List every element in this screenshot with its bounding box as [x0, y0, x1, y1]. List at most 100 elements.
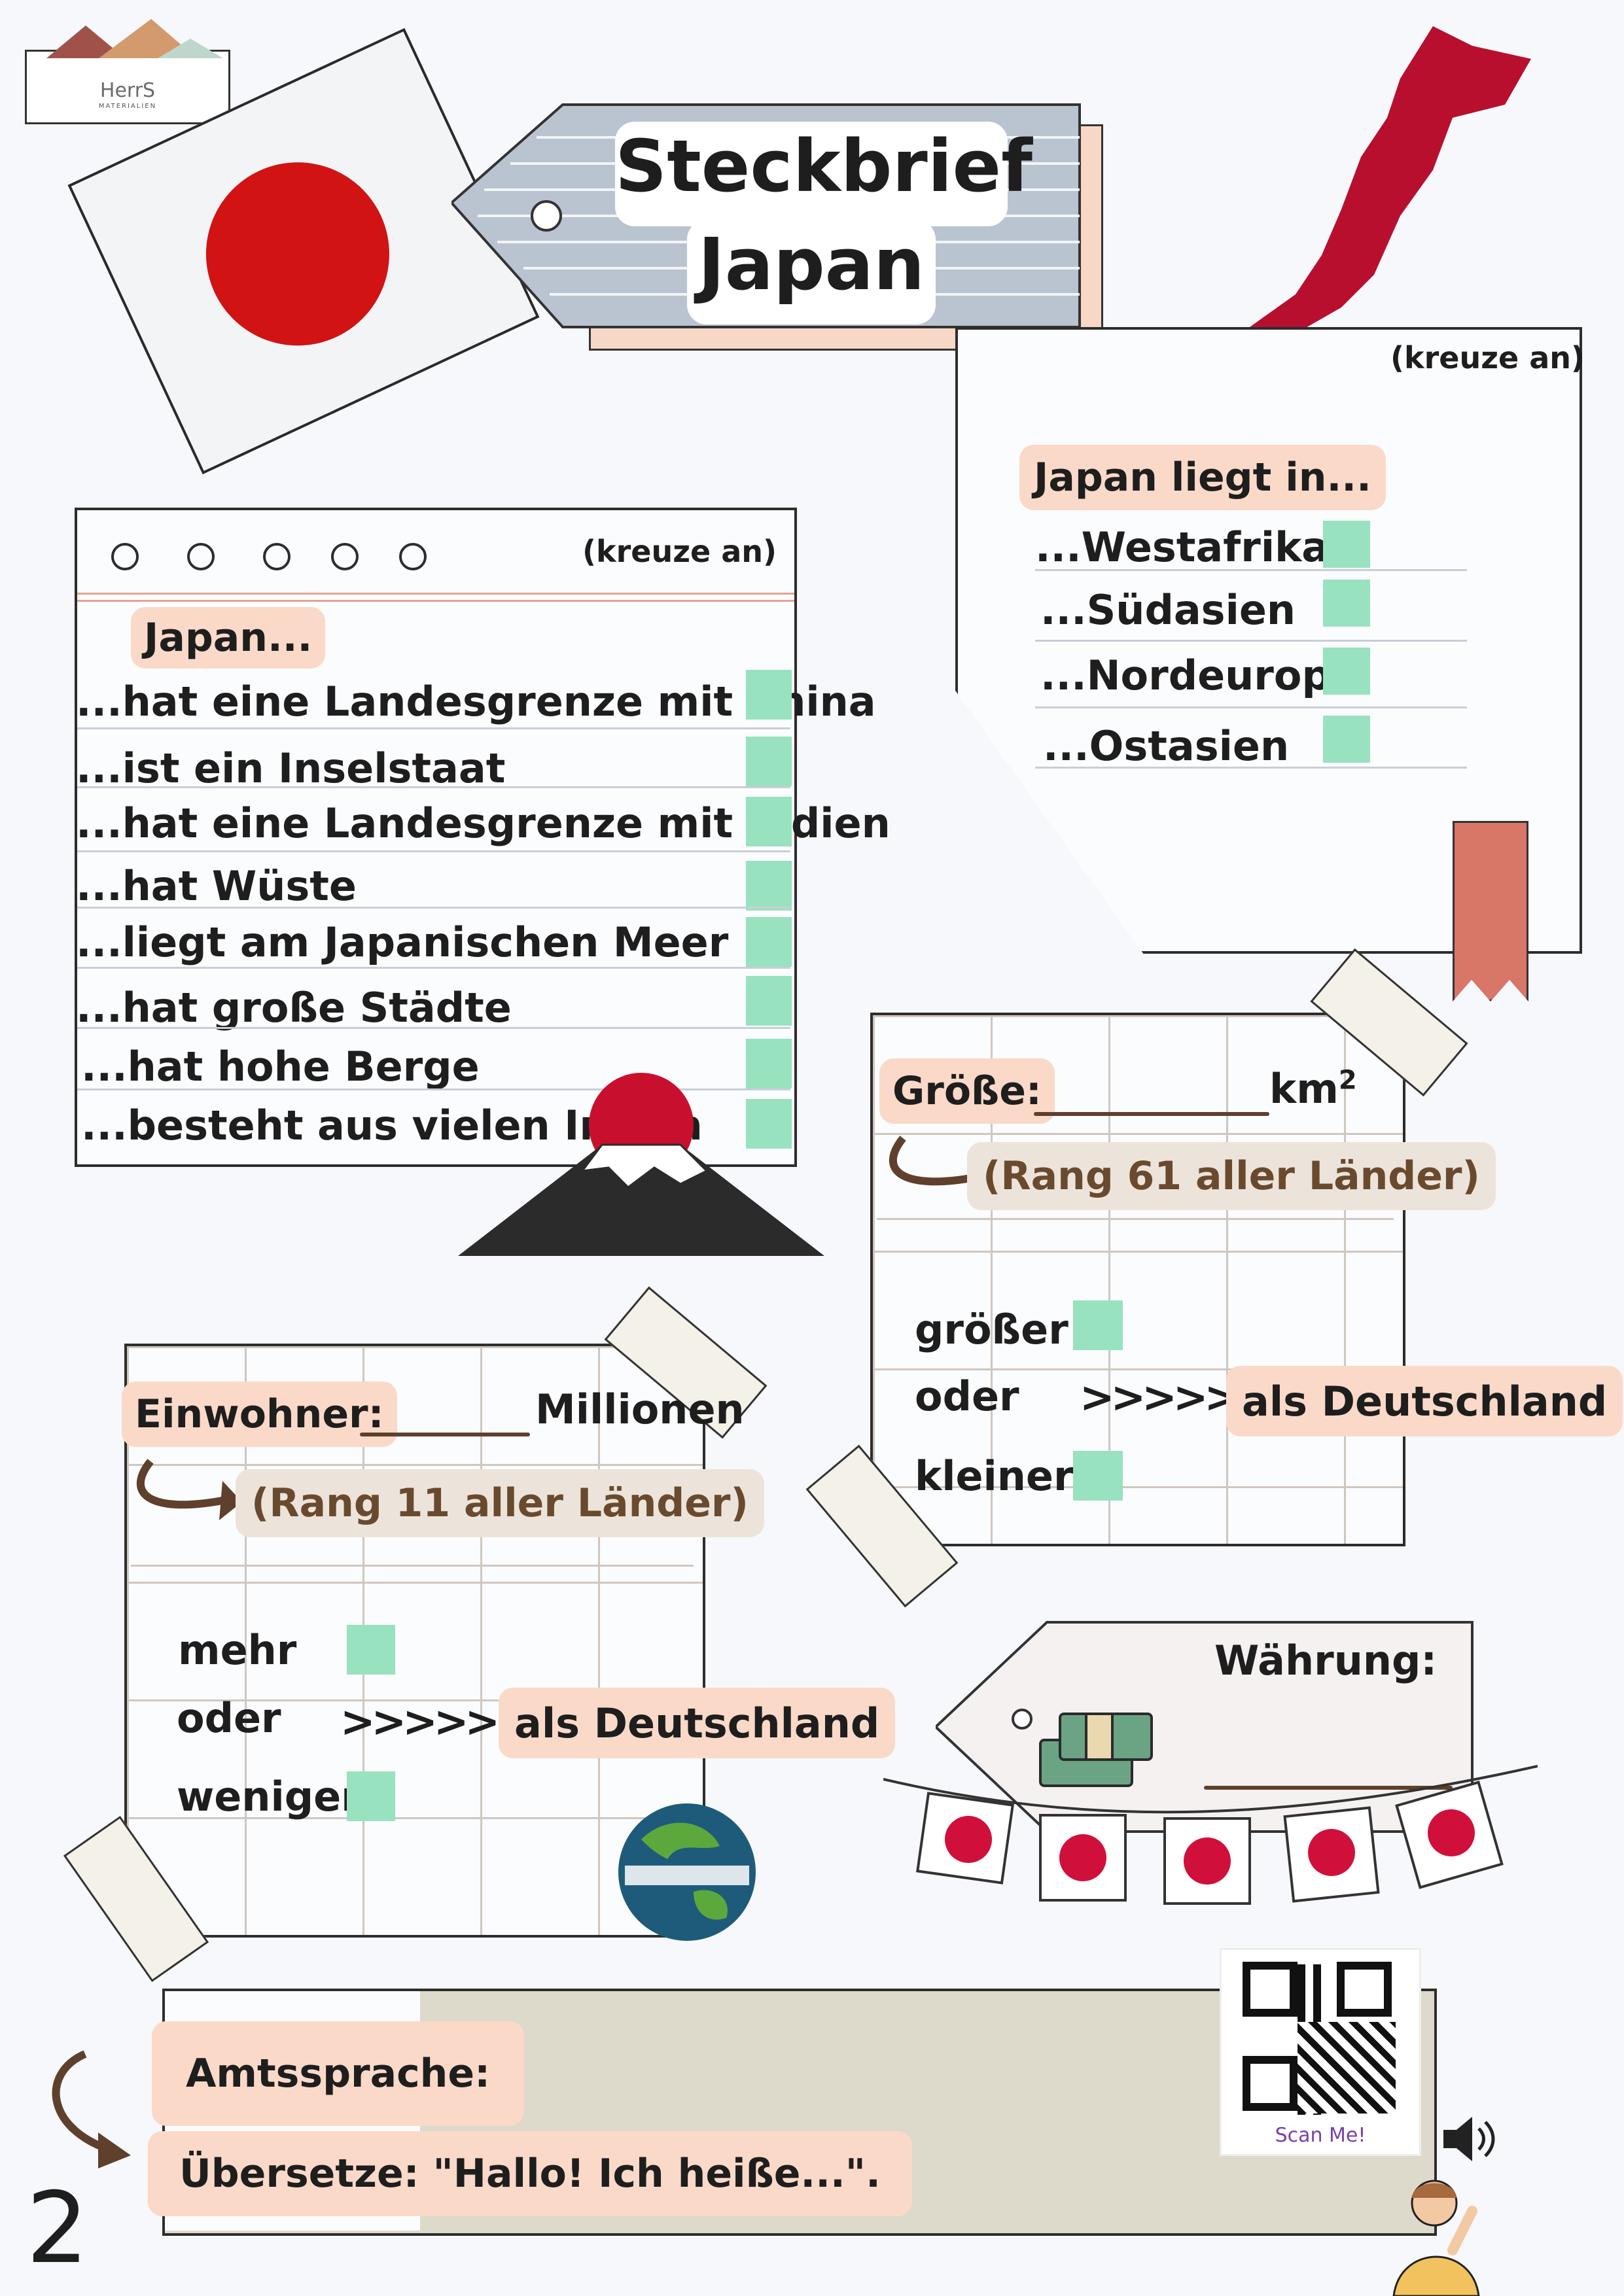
population-or: oder	[177, 1694, 281, 1742]
divider	[1035, 706, 1467, 708]
punch-hole-icon	[187, 543, 215, 570]
facts-note: (kreuze an)	[582, 534, 777, 569]
logo-name: HerrS	[99, 79, 156, 102]
punch-hole-icon	[111, 543, 139, 570]
qr-finder	[1243, 2056, 1297, 2111]
size-unit: km2	[1269, 1065, 1357, 1113]
fact-item: ...hat große Städte	[76, 984, 512, 1032]
population-more-checkbox[interactable]	[347, 1625, 395, 1675]
logo: HerrS MATERIALIEN	[25, 19, 230, 124]
fact-checkbox[interactable]	[746, 1039, 792, 1088]
size-unit-base: km	[1269, 1065, 1339, 1113]
location-heading: Japan liegt in...	[1019, 445, 1386, 510]
flag-sun	[175, 132, 419, 376]
location-item: ...Ostasien	[1043, 722, 1290, 770]
fact-item: ...liegt am Japanischen Meer	[76, 918, 729, 966]
divider	[77, 967, 790, 969]
fact-checkbox[interactable]	[746, 670, 792, 720]
population-compare: als Deutschland	[499, 1688, 896, 1758]
size-arrows: >>>>>	[1080, 1374, 1239, 1422]
divider	[77, 786, 790, 788]
divider	[877, 1218, 1394, 1220]
divider	[77, 1088, 790, 1090]
size-smaller-checkbox[interactable]	[1073, 1451, 1123, 1501]
fact-checkbox[interactable]	[746, 797, 792, 846]
qr-caption: Scan Me!	[1275, 2124, 1366, 2147]
flag-bunting-icon	[883, 1765, 1538, 1905]
title-line2: Japan	[697, 222, 925, 306]
facts-card-header-rule	[77, 593, 794, 602]
qr-modules	[1297, 2022, 1396, 2113]
divider	[1035, 640, 1467, 642]
population-less: weniger	[177, 1773, 361, 1820]
population-rank: (Rang 11 aller Länder)	[236, 1469, 764, 1537]
location-item: ...Westafrika	[1035, 523, 1330, 571]
title-line1-box	[615, 122, 1008, 226]
facts-heading: Japan...	[131, 607, 326, 669]
punch-hole-icon	[331, 543, 359, 570]
size-compare: als Deutschland	[1226, 1366, 1623, 1436]
mountain-logo-icon	[46, 19, 223, 58]
fact-checkbox[interactable]	[746, 861, 792, 911]
language-translate: Übersetze: "Hallo! Ich heiße...".	[148, 2131, 912, 2216]
currency-label: Währung:	[1214, 1637, 1438, 1684]
divider	[131, 1565, 694, 1567]
fact-checkbox[interactable]	[746, 917, 792, 967]
fact-checkbox[interactable]	[746, 976, 792, 1026]
title-line2-box	[687, 220, 936, 324]
flower-icon	[531, 200, 562, 232]
logo-sub: MATERIALIEN	[98, 103, 157, 110]
divider	[77, 727, 790, 729]
fact-checkbox[interactable]	[746, 737, 792, 786]
divider	[1035, 569, 1467, 571]
location-item: ...Südasien	[1040, 586, 1296, 634]
location-checkbox[interactable]	[1323, 580, 1370, 627]
location-note: (kreuze an)	[1390, 340, 1585, 375]
size-label: Größe:	[879, 1058, 1055, 1124]
location-ribbon	[1453, 821, 1528, 1001]
currency-answer-line	[1204, 1786, 1453, 1790]
fact-item: ...hat hohe Berge	[81, 1043, 480, 1090]
size-rank: (Rang 61 aller Länder)	[967, 1142, 1496, 1210]
divider	[1035, 767, 1467, 769]
qr-finder	[1243, 1962, 1297, 2017]
curved-arrow-icon	[136, 1459, 242, 1520]
size-or: oder	[915, 1372, 1019, 1420]
population-answer-line	[360, 1433, 530, 1436]
person-icon	[1392, 2180, 1480, 2296]
fact-checkbox[interactable]	[746, 1099, 792, 1149]
location-checkbox[interactable]	[1323, 648, 1370, 695]
title-line1: Steckbrief	[615, 124, 1033, 208]
location-checkbox[interactable]	[1323, 716, 1370, 763]
size-bigger: größer	[915, 1306, 1068, 1353]
mount-fuji-icon	[458, 1073, 824, 1256]
size-smaller: kleiner	[915, 1452, 1074, 1500]
earth-icon	[618, 1803, 756, 1941]
page-number: 2	[26, 2172, 89, 2286]
punch-holes	[111, 543, 438, 570]
population-less-checkbox[interactable]	[347, 1771, 395, 1821]
speaker-icon[interactable]	[1439, 2113, 1498, 2165]
divider	[77, 907, 790, 909]
qr-code[interactable]: Scan Me!	[1220, 1948, 1421, 2156]
curved-arrow-icon	[52, 2050, 131, 2168]
size-answer-line	[1034, 1112, 1269, 1116]
size-unit-exponent: 2	[1338, 1065, 1357, 1096]
fact-item: ...hat eine Landesgrenze mit China	[76, 678, 876, 725]
size-bigger-checkbox[interactable]	[1073, 1300, 1123, 1350]
fact-item: ...ist ein Inselstaat	[76, 744, 506, 792]
divider	[77, 1027, 790, 1029]
divider	[77, 850, 790, 852]
fact-item: ...hat Wüste	[76, 862, 357, 910]
punch-hole-icon	[399, 543, 427, 570]
population-unit: Millionen	[535, 1385, 745, 1433]
location-checkbox[interactable]	[1323, 521, 1370, 568]
population-label: Einwohner:	[122, 1382, 397, 1447]
punch-hole-icon	[263, 543, 291, 570]
money-icon	[1039, 1713, 1153, 1787]
population-arrows: >>>>>	[340, 1698, 500, 1747]
qr-finder	[1337, 1962, 1392, 2017]
language-label: Amtssprache:	[152, 2021, 525, 2126]
population-more: mehr	[178, 1626, 297, 1674]
location-item: ...Nordeuropa	[1040, 652, 1358, 699]
